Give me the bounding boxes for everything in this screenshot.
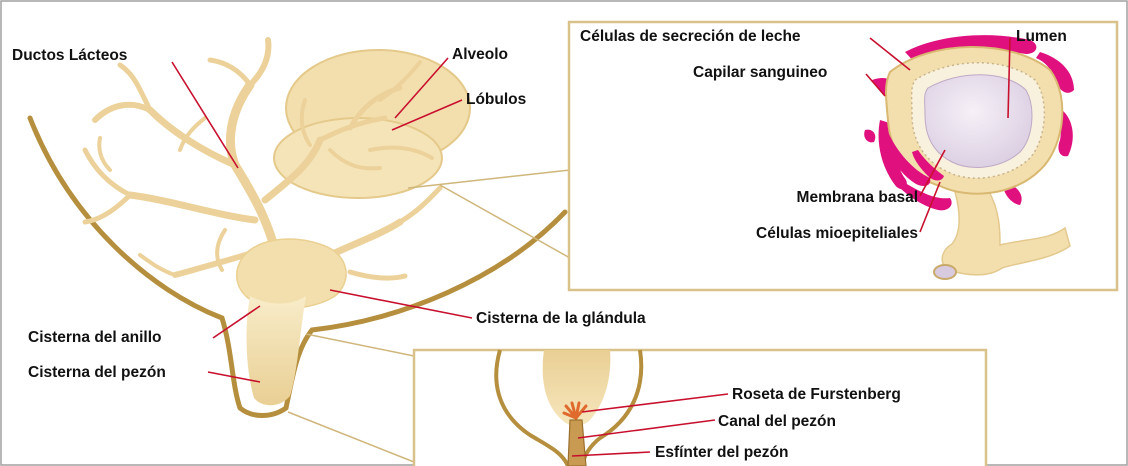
label-esfinter-pezon: Esfínter del pezón bbox=[655, 444, 789, 461]
alveolus-lumen bbox=[925, 75, 1032, 168]
label-cisterna-pezon: Cisterna del pezón bbox=[28, 364, 166, 381]
label-roseta-furstenberg: Roseta de Furstenberg bbox=[732, 386, 901, 403]
label-cisterna-glandula: Cisterna de la glándula bbox=[476, 310, 646, 327]
lobule-lower bbox=[274, 118, 442, 198]
label-alveolo: Alveolo bbox=[452, 46, 508, 63]
label-membrana-basal: Membrana basal bbox=[797, 189, 918, 206]
label-celulas-mioepiteliales: Células mioepiteliales bbox=[756, 225, 918, 242]
label-canal-pezon: Canal del pezón bbox=[718, 413, 836, 430]
teat-connector bbox=[288, 334, 414, 462]
alveolus-inset bbox=[569, 22, 1117, 290]
label-cisterna-anillo: Cisterna del anillo bbox=[28, 329, 162, 346]
label-ductos-lacteos: Ductos Lácteos bbox=[12, 47, 127, 64]
label-celulas-secrecion: Células de secreción de leche bbox=[580, 28, 801, 45]
duct-opening bbox=[934, 265, 956, 279]
alveolus-connector bbox=[408, 170, 570, 258]
label-lumen: Lumen bbox=[1016, 28, 1067, 45]
label-capilar-sanguineo: Capilar sanguineo bbox=[693, 64, 827, 81]
label-lobulos: Lóbulos bbox=[466, 91, 526, 108]
teat-cistern bbox=[247, 296, 306, 405]
